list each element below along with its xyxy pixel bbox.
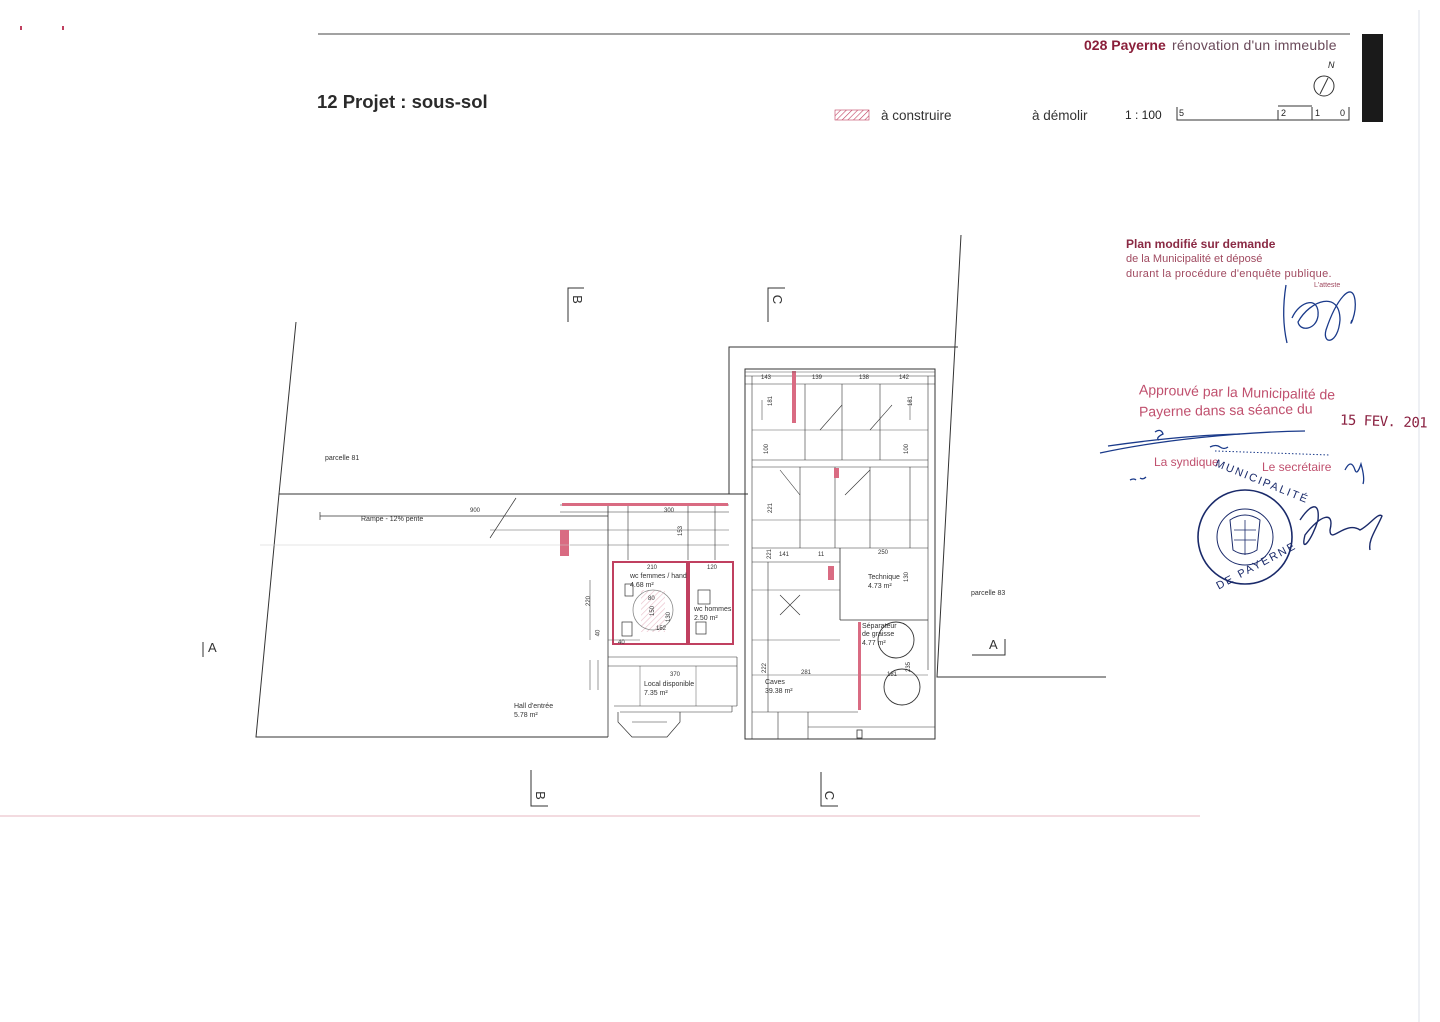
parcel-81-label: parcelle 81 [325,455,360,462]
parcel-83-outline [936,234,1106,678]
dim-370: 370 [670,672,681,678]
room-separator-2: de graisse [862,631,895,638]
north-arrow-needle [1319,77,1329,95]
wc-hatch [641,590,665,632]
room-wc-women-area: 4.68 m² [630,582,654,589]
section-label-c-bottom: C [822,790,838,801]
dim-210: 210 [647,565,658,571]
north-arrow-icon [1313,75,1335,97]
stamp-attest: L'atteste [1314,282,1341,289]
scale-tick-0: 0 [1340,108,1346,118]
dim-139: 139 [812,375,823,381]
dim-40-b: 40 [618,640,625,646]
ramp [260,497,608,546]
section-markers [202,287,1006,807]
dim-80: 80 [648,596,655,602]
dim-281: 281 [801,670,812,676]
dim-900: 900 [470,508,481,514]
secretary-signature [1299,506,1383,551]
margin-marks [20,26,64,30]
dim-222: 222 [762,662,769,674]
section-label-b-bottom: B [532,791,548,800]
legend-hatch-swatch [834,109,870,121]
room-wc-men: wc hommes [694,606,732,613]
dim-100-a: 100 [764,443,771,455]
dim-181-c: 181 [887,672,898,678]
site-outline [255,493,608,738]
scale-tick-5: 5 [1179,108,1185,118]
room-caves-area: 39.38 m² [765,688,793,695]
turning-circle [632,589,674,631]
wc-block [612,561,734,645]
dim-235: 235 [906,661,913,673]
parcel-83-label: parcelle 83 [971,590,1006,597]
stamp-syndic: La syndique [1154,455,1219,469]
dim-40-a: 40 [595,629,602,637]
section-label-a-right: A [989,637,998,652]
signature-marks [1099,284,1365,485]
room-wc-women: wc femmes / hand [630,573,687,580]
stamp-approved-line2: Payerne dans sa séance du [1138,400,1313,420]
sheet-edge-bar [1362,34,1383,122]
room-hall: Hall d'entrée [514,703,554,710]
dim-143: 143 [761,375,772,381]
room-hall-area: 5.78 m² [514,712,538,719]
project-description: rénovation d'un immeuble [1172,37,1337,53]
dim-100-b: 100 [904,443,911,455]
room-separator-area: 4.77 m² [862,640,886,647]
dim-181-a: 181 [768,395,775,407]
dim-153: 153 [678,525,685,537]
stamp-secretary: Le secrétaire [1262,460,1332,474]
legend-to-build: à construire [881,108,952,123]
dim-221-a: 221 [768,502,775,514]
room-technique-area: 4.73 m² [868,583,892,590]
room-wc-men-area: 2.50 m² [694,615,718,622]
project-number: 028 Payerne [1084,37,1166,53]
building-right [728,346,958,740]
room-caves: Caves [765,679,785,686]
scale-label: 1 : 100 [1125,108,1162,122]
dim-152: 152 [656,626,667,632]
room-local: Local disponible [644,681,695,688]
stamp-modified-line1: Plan modifié sur demande [1126,237,1276,251]
sheet-title: 12 Projet : sous-sol [317,91,488,112]
stamp-approved-date: 15 FEV. 201 [1339,412,1428,432]
stamp-modified-line2: de la Municipalité et déposé [1126,253,1263,265]
dim-141: 141 [779,552,790,558]
dim-300: 300 [664,508,675,514]
north-label: N [1328,60,1335,70]
section-label-a-left: A [208,640,217,655]
scale-tick-1: 1 [1315,108,1321,118]
dim-142: 142 [899,375,910,381]
building-left [490,504,738,738]
ramp-label: Rampe - 12% pente [361,516,424,523]
dim-150: 150 [650,605,657,617]
dim-130: 130 [666,611,673,623]
dim-220: 220 [586,595,593,607]
legend-to-demolish: à démolir [1032,108,1088,123]
dimension-lines [589,371,935,641]
room-technique: Technique [868,574,900,581]
room-local-area: 7.35 m² [644,690,668,697]
dim-250: 250 [878,550,889,556]
room-separator-1: Séparateur [862,623,897,630]
dim-181-b: 181 [908,395,915,407]
new-work-left [560,503,728,556]
dim-130-b: 130 [904,571,911,583]
section-label-c-top: C [770,294,786,305]
dim-138: 138 [859,375,870,381]
parcel-81-outline [278,321,748,495]
dim-120: 120 [707,565,718,571]
municipal-seal-icon [1197,489,1293,585]
section-label-b-top: B [569,295,585,304]
stamp-modified-line3: durant la procédure d'enquête publique. [1126,268,1332,280]
new-work-right [792,371,861,710]
scale-tick-2: 2 [1281,108,1287,118]
dim-221-b: 221 [767,548,774,560]
scale-bar [1176,105,1350,121]
dim-11: 11 [818,552,825,558]
